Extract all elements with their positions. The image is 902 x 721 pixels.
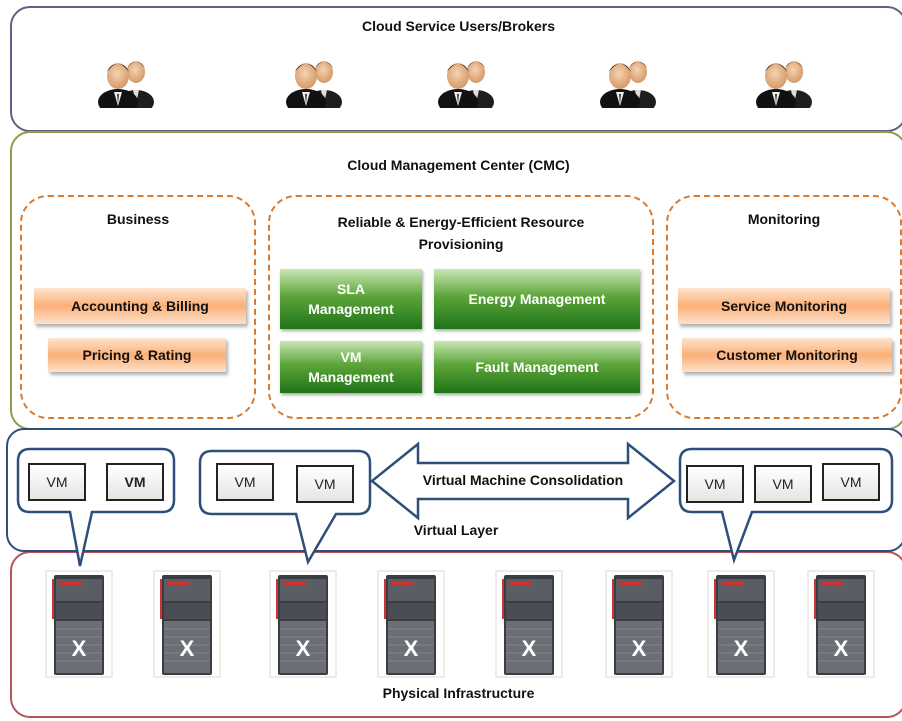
virtual-layer-title: Virtual Layer: [413, 522, 499, 538]
customer-monitoring-box: Customer Monitoring: [682, 338, 892, 372]
provisioning-panel: Reliable & Energy-Efficient Resource Pro…: [268, 195, 654, 419]
server-rack-icon: X: [495, 570, 563, 678]
server-rack-icon: X: [153, 570, 221, 678]
vm-box: VM: [822, 463, 880, 501]
cloud-management-center: Cloud Management Center (CMC) Business A…: [10, 131, 902, 430]
svg-text:X: X: [180, 636, 195, 661]
vm-box: VM: [686, 465, 744, 503]
users-icon: [438, 61, 494, 108]
physical-layer-title: Physical Infrastructure: [382, 685, 535, 701]
users-icon: [600, 61, 656, 108]
users-layer: Cloud Service Users/Brokers: [10, 6, 902, 132]
users-icon: [98, 61, 154, 108]
users-layer-title: Cloud Service Users/Brokers: [362, 18, 555, 34]
svg-text:X: X: [72, 636, 87, 661]
server-rack-icon: X: [45, 570, 113, 678]
business-title: Business: [106, 211, 170, 227]
vm-box: VM: [216, 463, 274, 501]
monitoring-panel: Monitoring: [666, 195, 902, 419]
svg-text:X: X: [522, 636, 537, 661]
vm-management-box: VM Management: [280, 341, 422, 393]
server-rack-icon: X: [377, 570, 445, 678]
energy-management-box: Energy Management: [434, 269, 640, 329]
provisioning-title-line1: Reliable & Energy-Efficient Resource: [337, 214, 585, 230]
users-icon: [756, 61, 812, 108]
service-monitoring-box: Service Monitoring: [678, 288, 890, 324]
accounting-billing-box: Accounting & Billing: [34, 288, 246, 324]
fault-management-box: Fault Management: [434, 341, 640, 393]
sla-management-box: SLA Management: [280, 269, 422, 329]
server-row: X X X X X: [10, 551, 902, 718]
svg-text:X: X: [834, 636, 849, 661]
server-rack-icon: X: [707, 570, 775, 678]
consolidation-label: Virtual Machine Consolidation: [422, 472, 624, 488]
vm-box: VM: [106, 463, 164, 501]
sla-line2: Management: [308, 301, 394, 317]
provisioning-title: Reliable & Energy-Efficient Resource Pro…: [270, 211, 652, 255]
business-panel: Business: [20, 195, 256, 419]
vm-mgmt-line1: VM: [340, 349, 362, 365]
users-icon: [286, 61, 342, 108]
vm-mgmt-line2: Management: [308, 369, 394, 385]
monitoring-title: Monitoring: [747, 211, 821, 227]
svg-text:X: X: [734, 636, 749, 661]
cmc-title: Cloud Management Center (CMC): [347, 157, 570, 173]
svg-text:X: X: [632, 636, 647, 661]
server-rack-icon: X: [269, 570, 337, 678]
vm-box: VM: [296, 465, 354, 503]
svg-text:X: X: [296, 636, 311, 661]
pricing-rating-box: Pricing & Rating: [48, 338, 226, 372]
provisioning-title-line2: Provisioning: [418, 236, 504, 252]
server-rack-icon: X: [605, 570, 673, 678]
sla-line1: SLA: [337, 281, 365, 297]
server-rack-icon: X: [807, 570, 875, 678]
vm-box: VM: [28, 463, 86, 501]
vm-box: VM: [754, 465, 812, 503]
svg-text:X: X: [404, 636, 419, 661]
